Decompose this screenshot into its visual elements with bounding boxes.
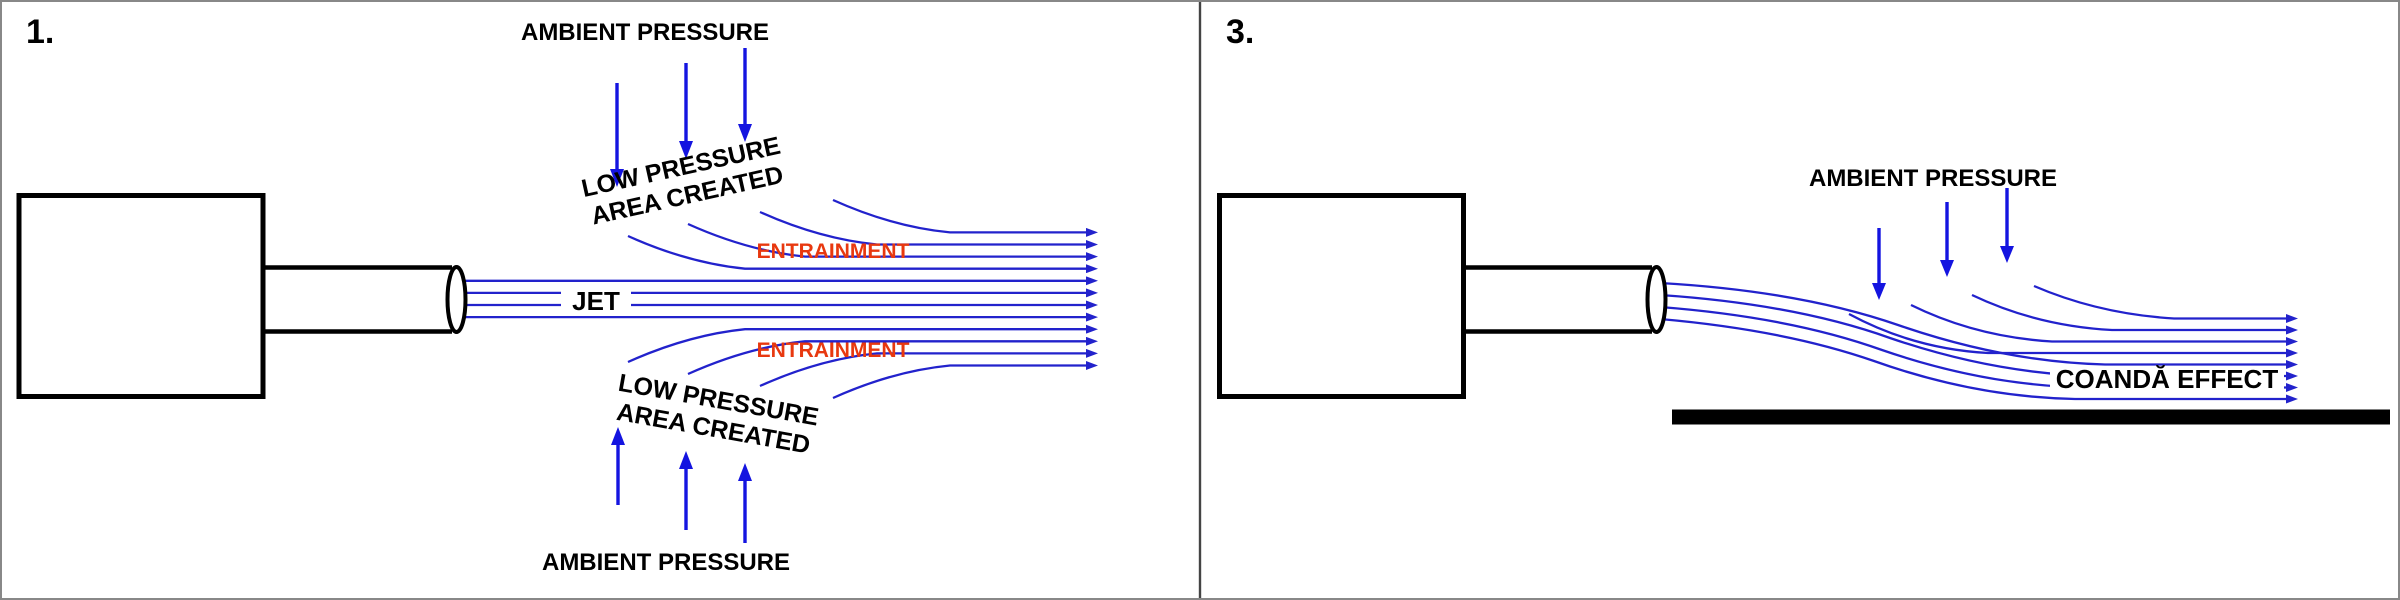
ambient-pressure-arrows-top [610, 48, 752, 187]
nozzle [1217, 193, 1668, 399]
entrainment-curve [687, 336, 1098, 376]
entrainment-curve [1971, 293, 2298, 335]
jet-streamline [1659, 281, 2298, 369]
panel-3: 3. AMBIENT PRESSURE COANDĂ EFFECT [1217, 13, 2390, 425]
entrainment-curve [1910, 303, 2298, 346]
entrainment-curve [832, 198, 1098, 237]
entrainment-curve [687, 222, 1098, 262]
down-arrow-icon [679, 63, 693, 159]
entrainment-curve [627, 234, 1098, 274]
nozzle-exit-ellipse [1645, 265, 1668, 334]
entrainment-curves [1848, 284, 2298, 358]
entrainment-curve [759, 348, 1098, 388]
entrainment-curve [832, 361, 1098, 400]
upper-entrainment-curves [627, 198, 1098, 274]
surface-bar [1672, 409, 2390, 425]
ambient-pressure-arrows-bottom [611, 427, 752, 543]
ambient-pressure-arrows [1872, 188, 2014, 300]
nozzle-body [1217, 193, 1466, 399]
panel-divider [1198, 0, 1202, 600]
jet-streamlines [460, 276, 1098, 322]
up-arrow-icon [738, 463, 752, 543]
jet-streamlines-bending [1659, 281, 2298, 404]
lower-entrainment-curves [627, 324, 1098, 400]
ambient-pressure-label: AMBIENT PRESSURE [1809, 165, 2057, 192]
panel-number: 3. [1226, 13, 1254, 51]
nozzle-exit-ellipse [445, 265, 468, 334]
nozzle-tube [1463, 265, 1652, 334]
ambient-pressure-label-bottom: AMBIENT PRESSURE [542, 549, 790, 576]
jet-streamline [1659, 317, 2298, 404]
nozzle [16, 193, 468, 399]
entrainment-curve [2033, 284, 2298, 323]
coanda-label-halo [2050, 368, 2284, 393]
coanda-effect-label: COANDĂ EFFECT [2056, 364, 2279, 394]
down-arrow-icon [610, 83, 624, 187]
nozzle-body [16, 193, 266, 399]
entrainment-curve [759, 210, 1098, 249]
jet-streamline [1659, 293, 2298, 381]
jet-label: JET [572, 286, 620, 316]
up-arrow-icon [611, 427, 625, 505]
down-arrow-icon [2000, 188, 2014, 263]
nozzle-tube [263, 265, 452, 334]
entrainment-label-bottom: ENTRAINMENT [757, 339, 910, 362]
down-arrow-icon [738, 48, 752, 142]
down-arrow-icon [1872, 228, 1886, 300]
ambient-pressure-label-top: AMBIENT PRESSURE [521, 19, 769, 46]
entrainment-curve [627, 324, 1098, 364]
panel-1: 1. AMBIENT PRESSURE LOW PRESSURE AREA CR… [16, 13, 1098, 576]
entrainment-curve [1848, 312, 2298, 358]
down-arrow-icon [1940, 202, 1954, 277]
entrainment-label-top: ENTRAINMENT [757, 240, 910, 263]
up-arrow-icon [679, 451, 693, 530]
jet-streamline [1659, 305, 2298, 392]
jet-label-halo [561, 287, 631, 314]
low-pressure-label-bottom: LOW PRESSURE AREA CREATED [615, 369, 821, 460]
panel-number: 1. [26, 13, 54, 51]
